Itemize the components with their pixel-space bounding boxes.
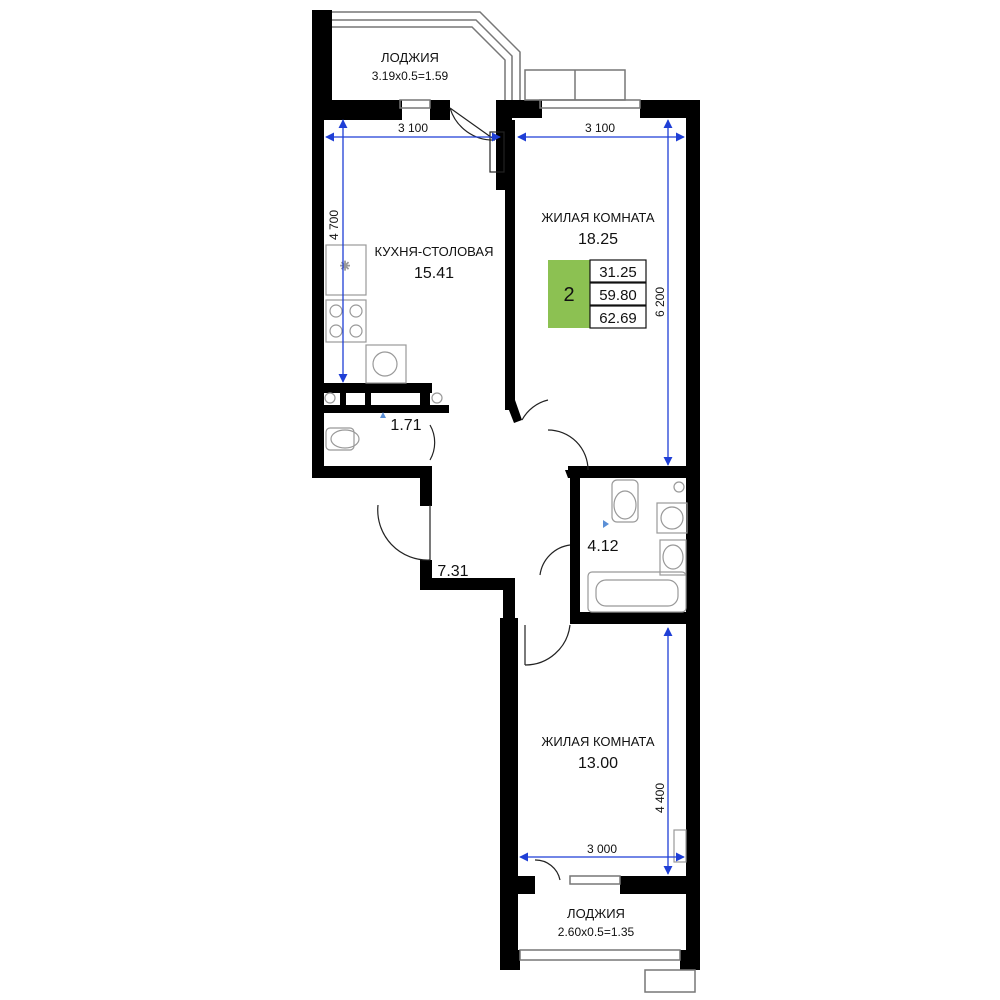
living-top-area: 18.25 (578, 231, 618, 248)
badge-rooms: 2 (563, 284, 574, 306)
bathtub (587, 571, 687, 613)
apartment-badge: 2 31.25 59.80 62.69 (548, 259, 647, 329)
windows (332, 11, 696, 993)
dimension-lines (325, 119, 685, 875)
walls (312, 10, 700, 970)
hall-area: 7.31 (437, 563, 468, 580)
washing-machine (656, 502, 688, 534)
riser (324, 392, 336, 404)
bath-area: 4.12 (587, 538, 618, 555)
toilet-bath (611, 479, 639, 523)
loggia-top-area: 3.19x0.5=1.59 (372, 69, 449, 83)
washbasin (659, 539, 687, 576)
living-top-name: ЖИЛАЯ КОМНАТА (541, 210, 654, 225)
riser (431, 392, 443, 404)
svg-text:✳: ✳ (340, 259, 350, 273)
living-bottom-height-label: 4 400 (653, 783, 667, 813)
living-bottom-width-label: 3 000 (587, 842, 617, 856)
living-top-height-label: 6 200 (653, 287, 667, 317)
badge-rooms-cell (548, 260, 590, 328)
kitchen-width-label: 3 100 (398, 121, 428, 135)
living-top-width-label: 3 100 (585, 121, 615, 135)
sink-kitchen (365, 344, 407, 384)
kitchen-area: 15.41 (414, 265, 454, 282)
kitchen-height-label: 4 700 (327, 210, 341, 240)
wc-area: 1.71 (390, 417, 421, 434)
loggia-bottom-name: ЛОДЖИЯ (567, 906, 625, 921)
loggia-top-name: ЛОДЖИЯ (381, 50, 439, 65)
kitchen-name: КУХНЯ-СТОЛОВАЯ (375, 244, 494, 259)
badge-living-area: 31.25 (599, 264, 637, 281)
toilet-wc (325, 427, 355, 451)
badge-total-area: 59.80 (599, 287, 637, 304)
riser (673, 481, 685, 493)
loggia-bottom-area: 2.60x0.5=1.35 (558, 925, 635, 939)
badge-area-with-loggia: 62.69 (599, 310, 637, 327)
living-bottom-area: 13.00 (578, 755, 618, 772)
markers (380, 412, 609, 528)
living-bottom-name: ЖИЛАЯ КОМНАТА (541, 734, 654, 749)
